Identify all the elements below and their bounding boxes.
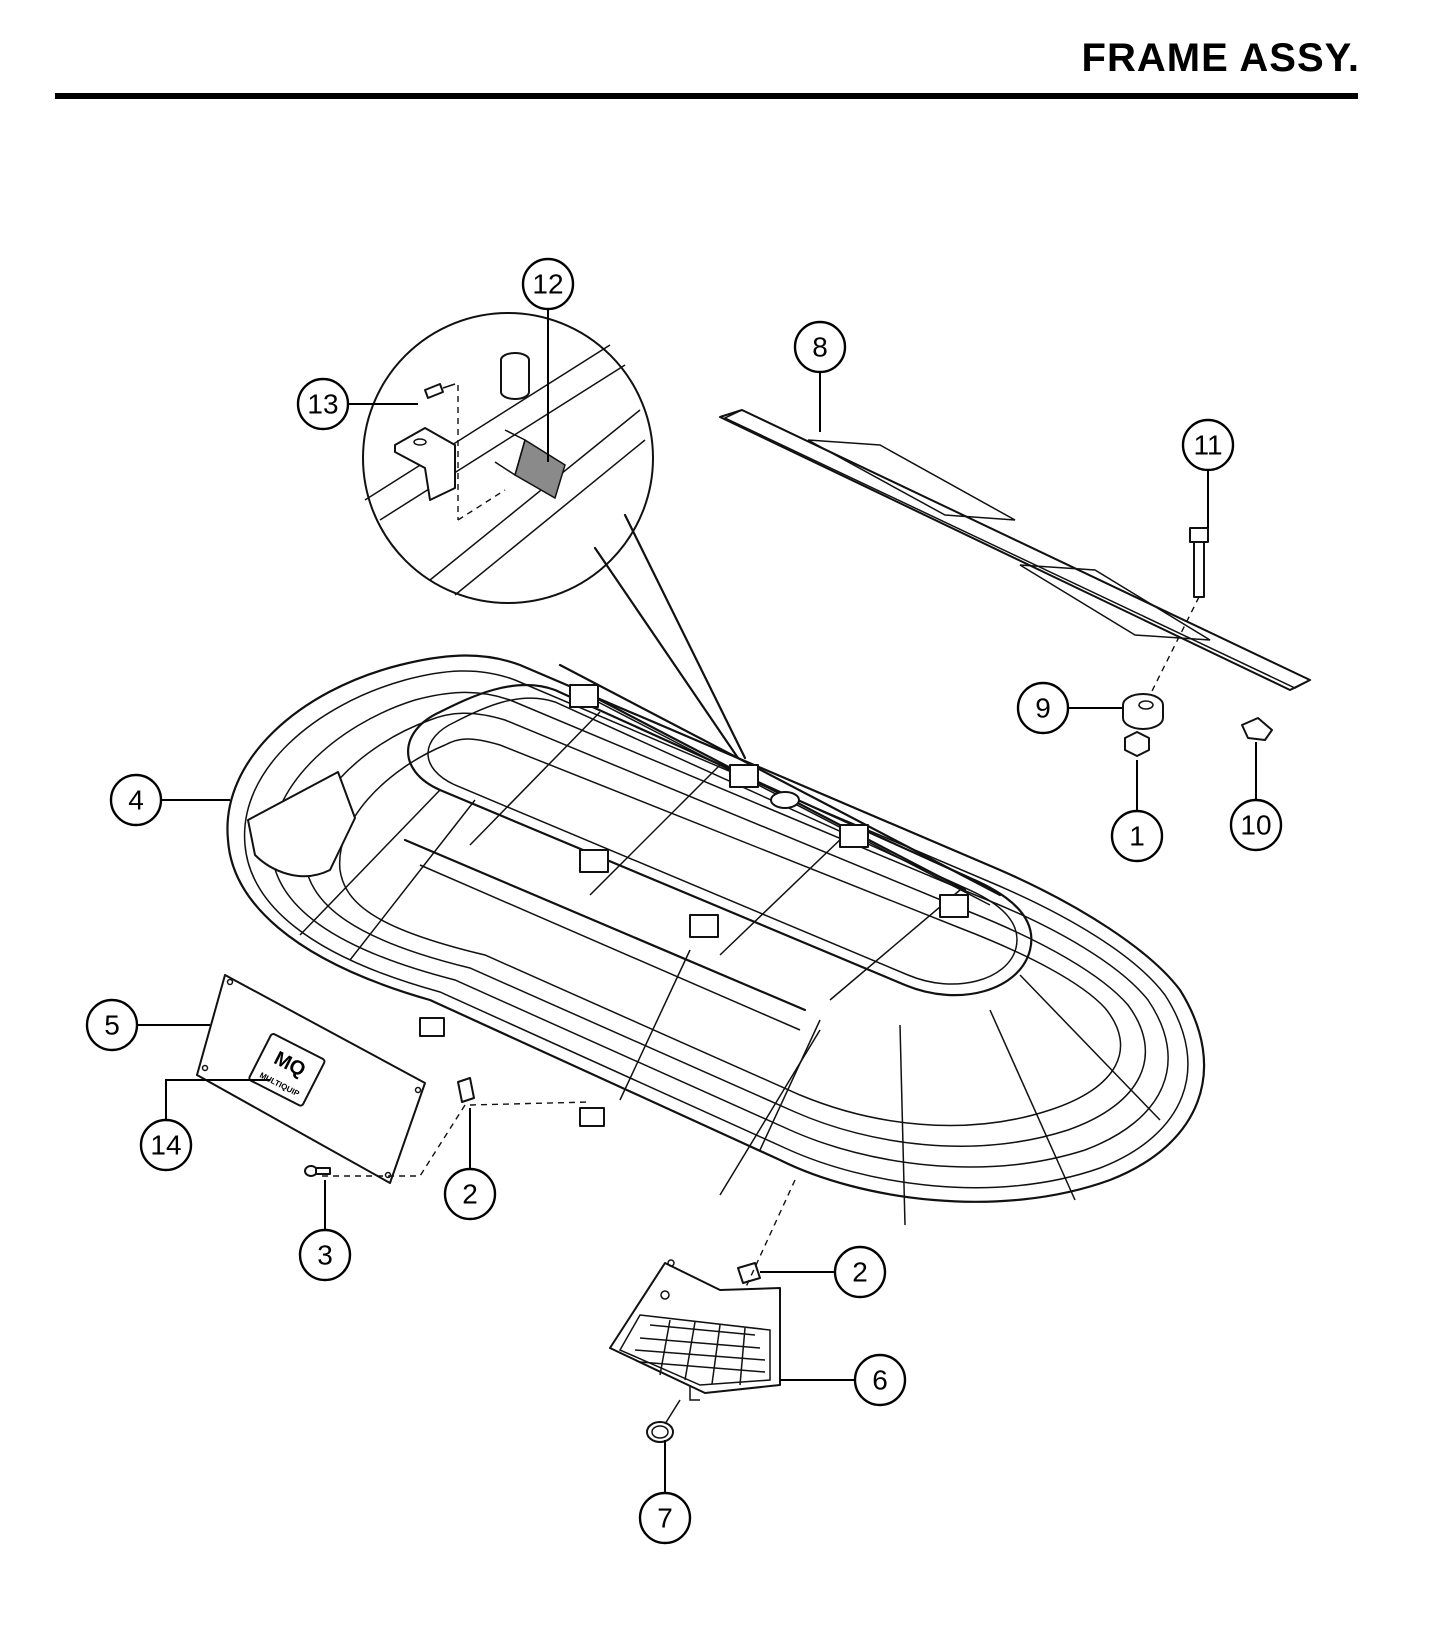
callout-label: 2 xyxy=(852,1257,868,1288)
callout-label: 12 xyxy=(532,269,563,300)
logo-decal-part-14: MQ MULTIQUIP xyxy=(248,1033,326,1107)
callout-14: 14 xyxy=(139,1118,193,1172)
callout-label: 13 xyxy=(307,389,338,420)
callout-2-right: 2 xyxy=(833,1245,887,1299)
callout-8: 8 xyxy=(793,320,847,374)
detail-magnifier xyxy=(362,312,747,760)
callout-label: 8 xyxy=(812,332,828,363)
callout-9: 9 xyxy=(1016,681,1070,735)
page-title: FRAME ASSY. xyxy=(1081,36,1360,80)
callout-5: 5 xyxy=(85,998,139,1052)
callout-label: 1 xyxy=(1129,821,1145,852)
callout-12: 12 xyxy=(521,257,575,311)
callout-label: 14 xyxy=(150,1130,181,1161)
callout-label: 10 xyxy=(1240,810,1271,841)
spacer-part-9 xyxy=(1122,693,1164,730)
cap-part-10 xyxy=(1241,717,1273,741)
footstep-grid xyxy=(634,1319,766,1386)
clip-part-2-right xyxy=(737,1179,796,1301)
callout-7: 7 xyxy=(638,1491,692,1545)
callout-label: 11 xyxy=(1193,430,1222,461)
callout-label: 5 xyxy=(104,1010,120,1041)
callout-6: 6 xyxy=(853,1353,907,1407)
callout-2-left: 2 xyxy=(443,1167,497,1221)
header-divider xyxy=(55,93,1358,99)
callout-label: 3 xyxy=(317,1240,333,1271)
main-frame-part-4 xyxy=(226,654,1206,1226)
callout-4: 4 xyxy=(109,773,163,827)
bolt-part-11 xyxy=(1144,527,1209,706)
top-plate-part-8 xyxy=(719,409,1312,691)
callout-label: 4 xyxy=(128,785,144,816)
footstep-part-6 xyxy=(609,1259,781,1401)
callout-10: 10 xyxy=(1229,798,1283,852)
callout-1: 1 xyxy=(1110,809,1164,863)
nut-part-1 xyxy=(1124,731,1150,757)
callout-11: 11 xyxy=(1181,418,1235,472)
callout-3: 3 xyxy=(298,1228,352,1282)
callout-13: 13 xyxy=(296,377,350,431)
clip-part-2-left xyxy=(320,1077,591,1177)
foot-part-7 xyxy=(646,1399,681,1443)
callout-label: 9 xyxy=(1035,693,1051,724)
callout-label: 6 xyxy=(872,1365,888,1396)
screw-part-3 xyxy=(304,1165,331,1177)
callout-label: 2 xyxy=(462,1179,478,1210)
callout-label: 7 xyxy=(657,1503,673,1534)
